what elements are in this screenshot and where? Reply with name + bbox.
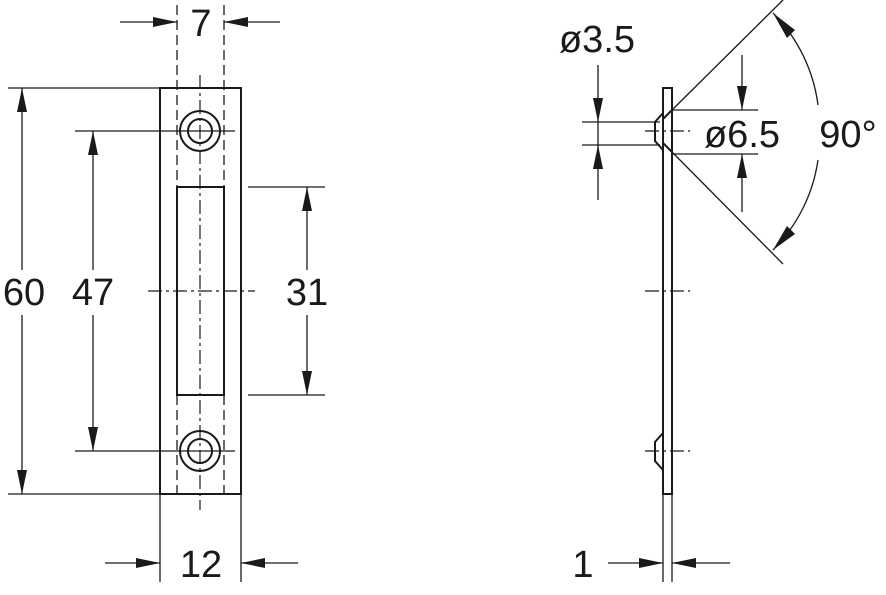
front-view: 60 47 31 7 12 xyxy=(3,3,328,586)
dim-countersink-angle: 90° xyxy=(819,114,876,156)
dim-hole-diameter: ø3.5 xyxy=(559,19,635,61)
dim-hole-spacing: 47 xyxy=(72,272,114,314)
hole-top xyxy=(75,110,235,152)
dim-slot-height: 31 xyxy=(286,272,328,314)
dim-overall-width: 12 xyxy=(180,544,222,586)
dim-overall-height: 60 xyxy=(3,272,45,314)
dim-thickness: 1 xyxy=(572,544,593,586)
dim-countersink-diameter: ø6.5 xyxy=(704,114,780,156)
hole-bottom xyxy=(75,430,235,472)
side-view: ø3.5 ø6.5 90° 1 xyxy=(559,0,877,586)
dim-slot-width: 7 xyxy=(190,3,211,45)
